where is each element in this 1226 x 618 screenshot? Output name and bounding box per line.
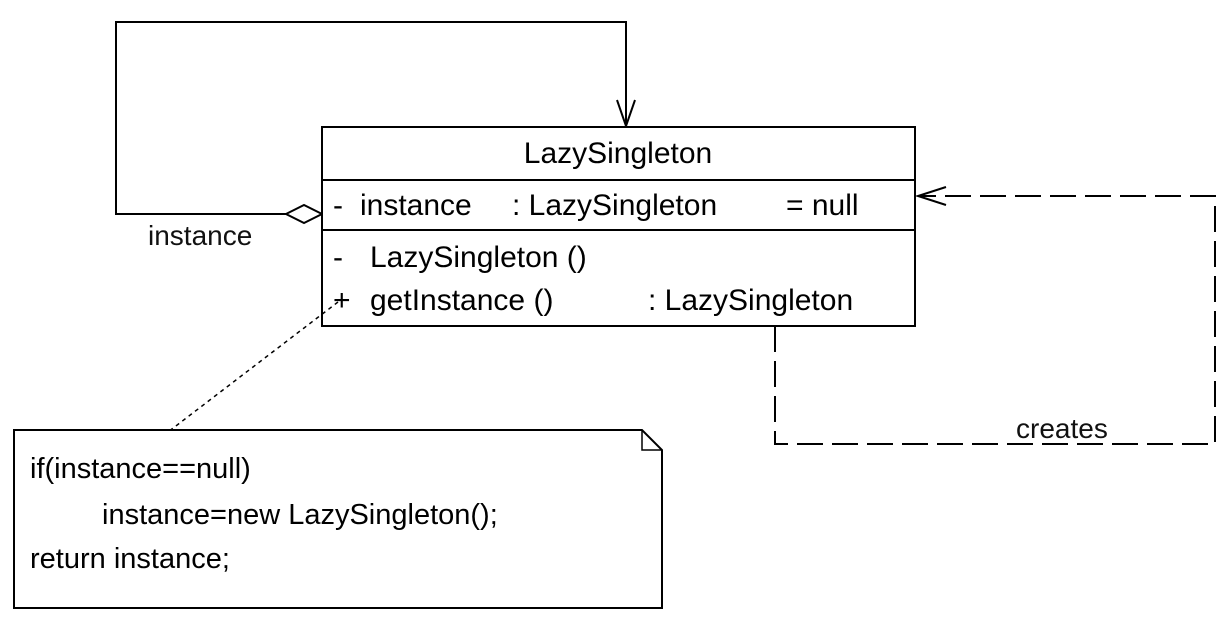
note-line-1: if(instance==null) <box>30 453 251 485</box>
operation-visibility: - <box>333 241 343 274</box>
attribute-visibility: - <box>333 189 343 222</box>
aggregation-diamond <box>283 203 325 225</box>
class-box-lazysingleton[interactable]: LazySingleton - instance : LazySingleton… <box>321 126 916 327</box>
operation-return-type: : LazySingleton <box>648 284 853 317</box>
attribute-type: : LazySingleton <box>512 189 717 222</box>
code-note[interactable]: if(instance==null) instance=new LazySing… <box>13 429 663 609</box>
self-aggregation-label: instance <box>148 220 252 251</box>
dependency-arrowhead <box>914 186 947 206</box>
creates-dependency[interactable] <box>774 186 1216 445</box>
operation-constructor: LazySingleton () <box>370 241 587 274</box>
creates-label: creates <box>1016 413 1108 444</box>
operation-visibility: + <box>333 284 351 317</box>
self-aggregation-association[interactable] <box>115 21 636 225</box>
note-line-3: return instance; <box>30 543 230 575</box>
operation-getinstance: getInstance () <box>370 284 553 317</box>
note-anchor-line <box>167 301 339 433</box>
attribute-default: = null <box>786 189 859 222</box>
attribute-name: instance <box>360 189 472 222</box>
note-fold <box>641 430 662 451</box>
note-line-2: instance=new LazySingleton(); <box>102 499 498 531</box>
class-name: LazySingleton <box>524 137 712 170</box>
